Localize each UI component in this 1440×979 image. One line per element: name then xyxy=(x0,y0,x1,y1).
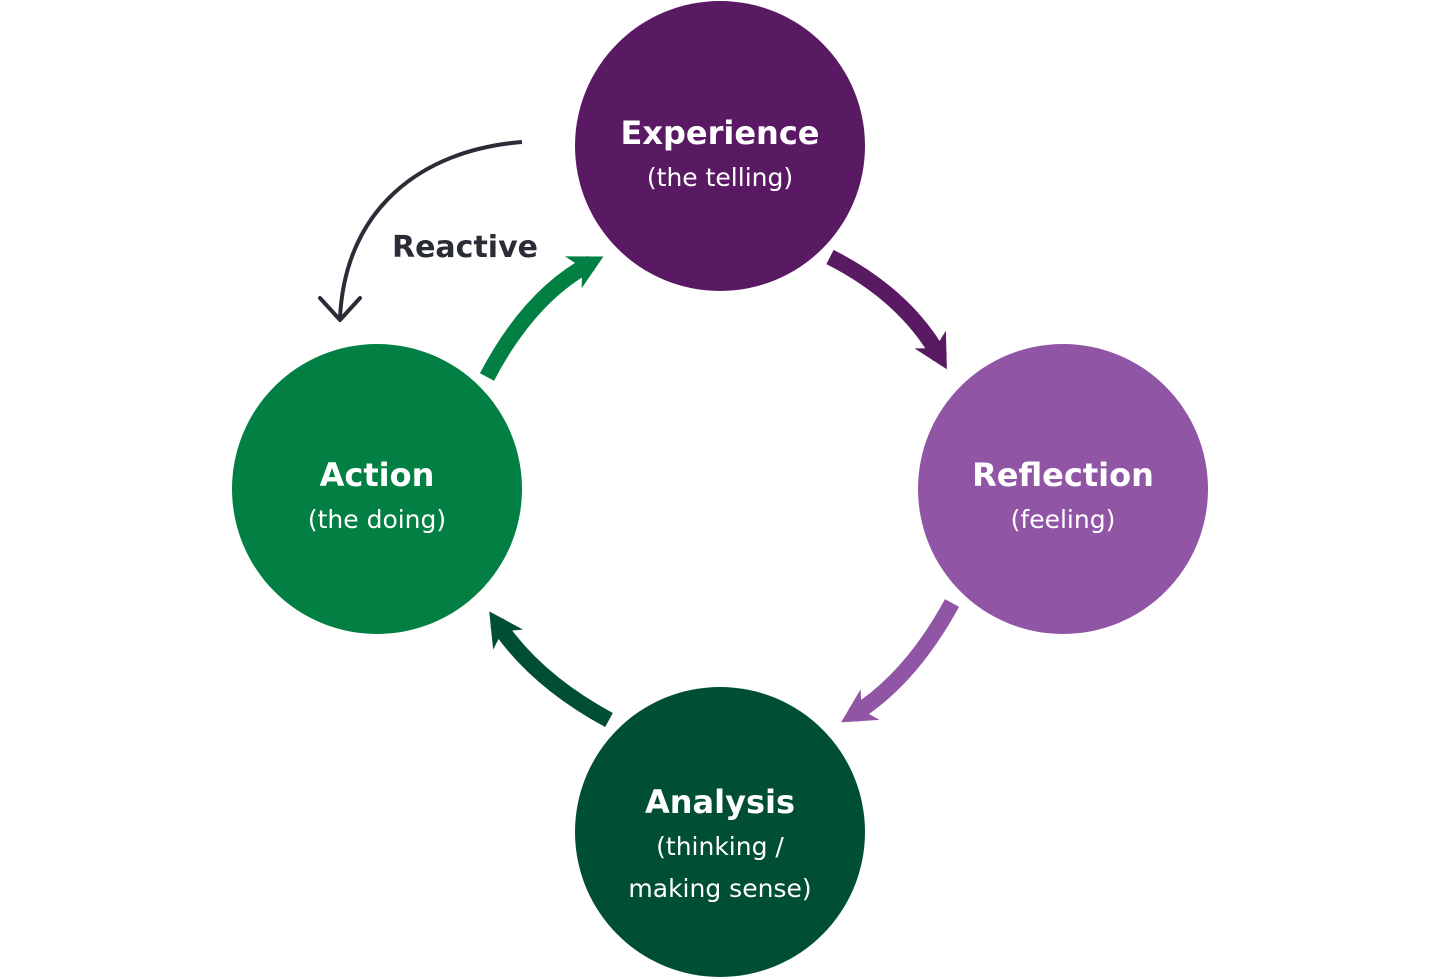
arrow-reflection-to-analysis xyxy=(841,599,960,723)
reactive-label: Reactive xyxy=(392,230,538,265)
action-title: Action xyxy=(320,456,435,494)
action-circle xyxy=(232,344,522,634)
arrow-action-to-experience xyxy=(479,255,604,381)
reflection-subtitle: (feeling) xyxy=(1011,505,1116,534)
analysis-subtitle-line1: (thinking / xyxy=(656,832,784,861)
analysis-subtitle-line2: making sense) xyxy=(628,874,811,903)
experience-title: Experience xyxy=(620,114,819,152)
action-subtitle: (the doing) xyxy=(308,505,446,534)
experience-subtitle: (the telling) xyxy=(647,163,793,192)
node-experience: Experience (the telling) xyxy=(575,1,865,291)
analysis-circle xyxy=(575,687,865,977)
reactive-arrow-head-icon xyxy=(318,296,362,322)
analysis-title: Analysis xyxy=(645,783,795,821)
arrow-experience-to-reflection xyxy=(826,249,947,370)
experience-circle xyxy=(575,1,865,291)
reflection-title: Reflection xyxy=(972,456,1154,494)
arrow-analysis-to-action xyxy=(489,611,613,728)
reactive-arrow xyxy=(338,140,523,319)
node-analysis: Analysis (thinking / making sense) xyxy=(575,687,865,977)
reflection-circle xyxy=(918,344,1208,634)
node-action: Action (the doing) xyxy=(232,344,522,634)
node-reflection: Reflection (feeling) xyxy=(918,344,1208,634)
